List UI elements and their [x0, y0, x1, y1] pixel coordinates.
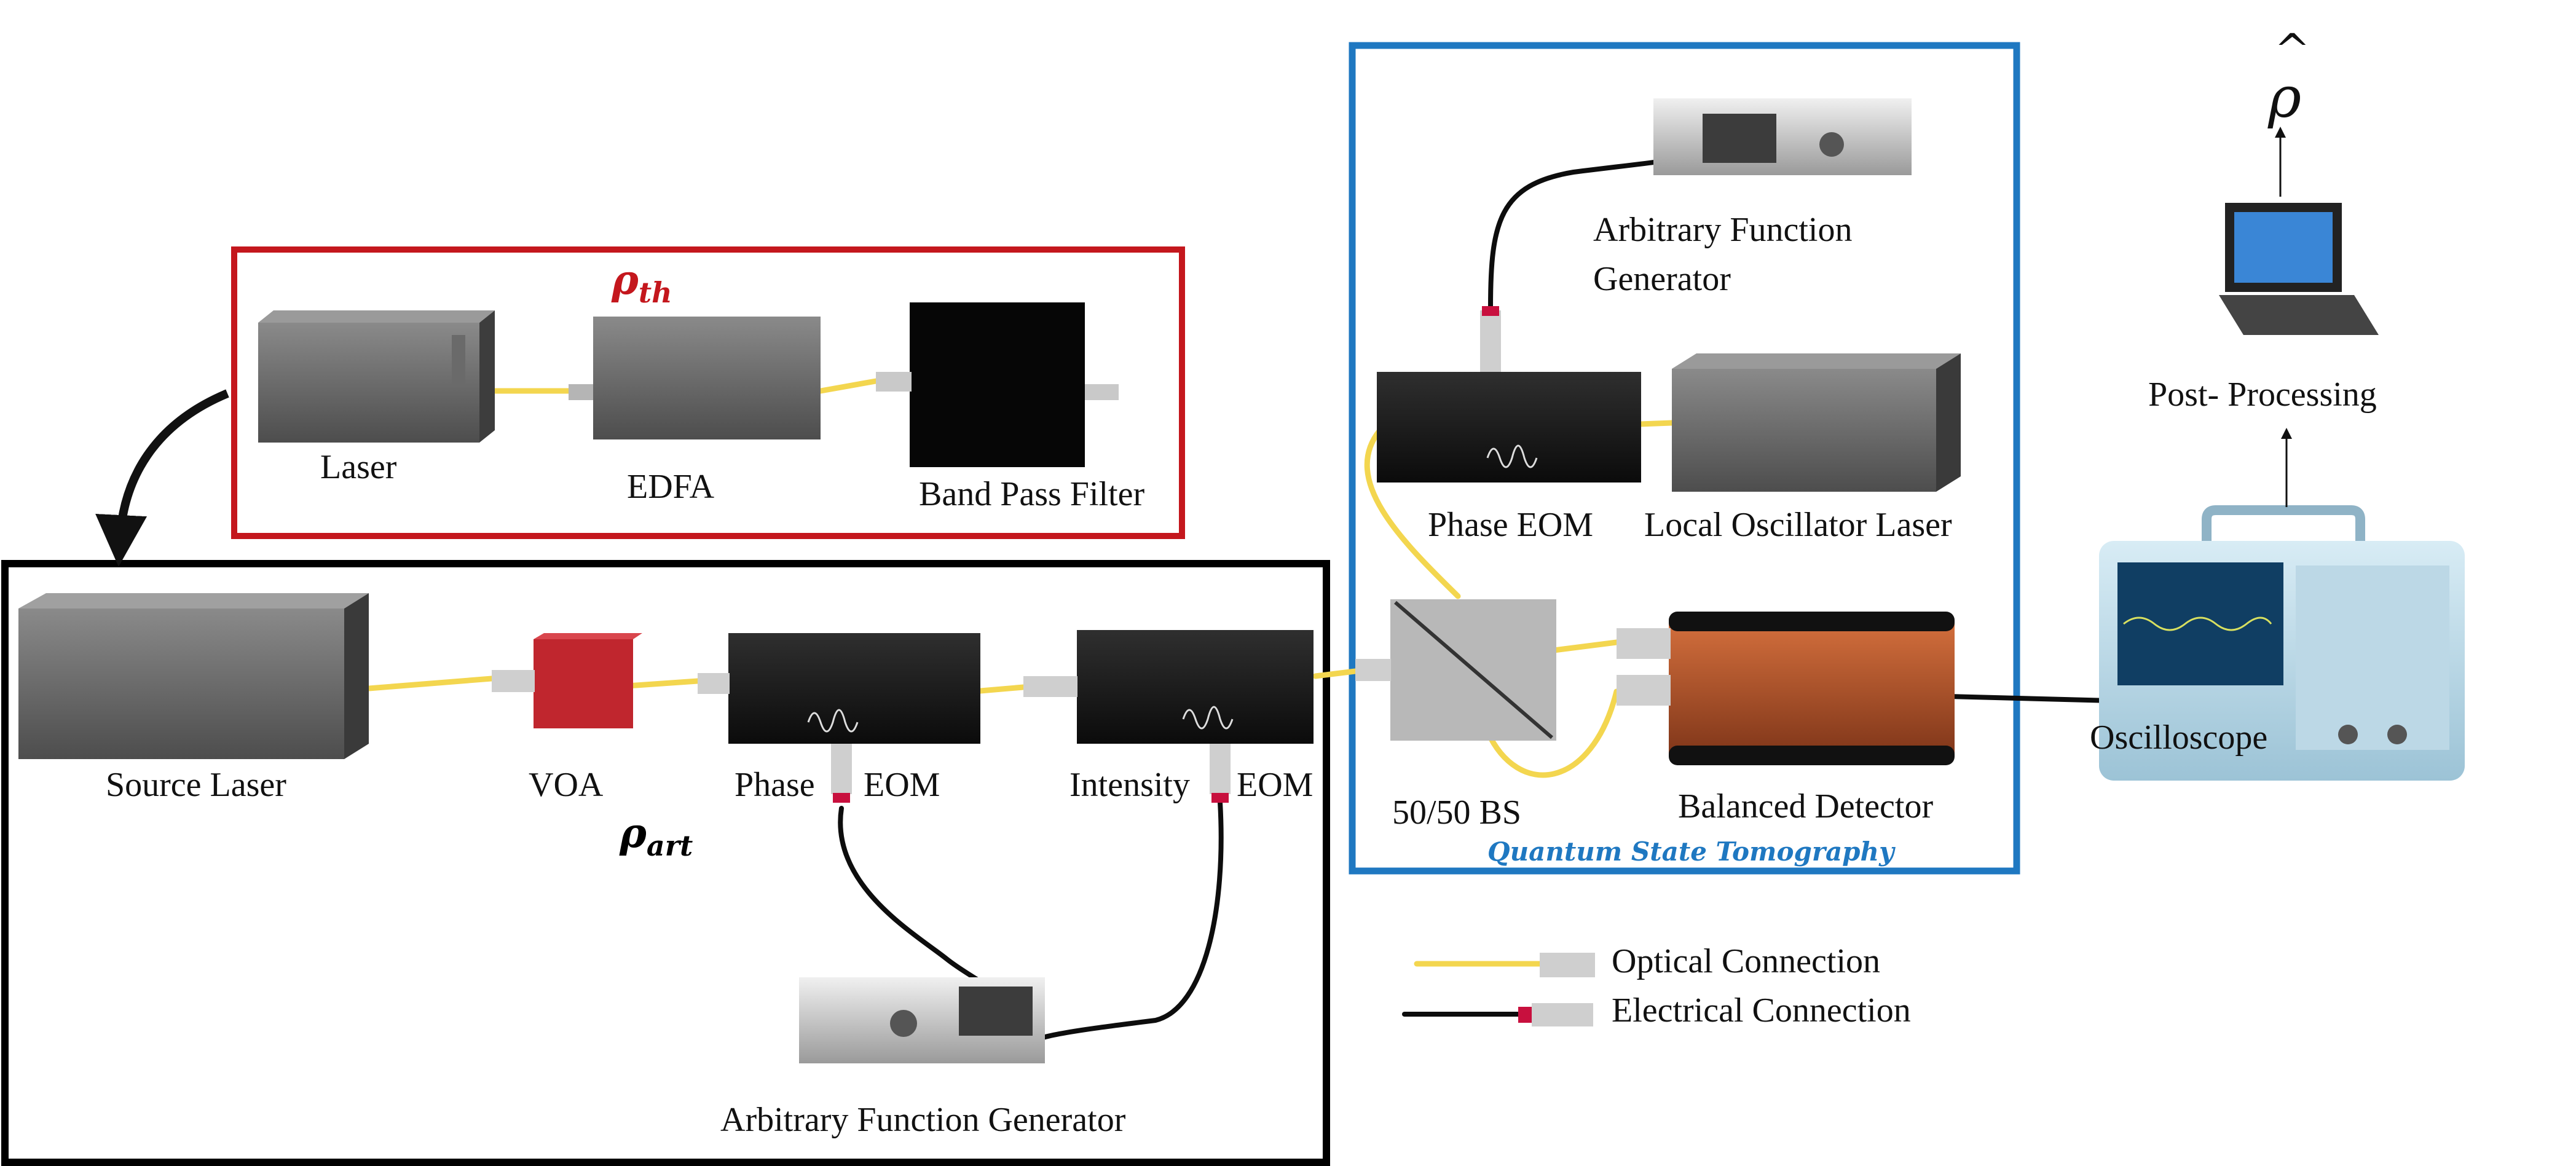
afg-top-label-2: Generator	[1593, 260, 1731, 298]
balanced-detector-label: Balanced Detector	[1678, 787, 1933, 825]
bs-label: 50/50 BS	[1392, 794, 1521, 832]
band-pass-filter-device	[876, 302, 1119, 467]
lo-laser-device	[1672, 353, 1961, 492]
oscilloscope-label: Oscilloscope	[2090, 719, 2267, 757]
phase-eom-qst-device	[1377, 306, 1641, 483]
afg-top-device	[1653, 98, 1912, 175]
afg-top-label-1: Arbitrary Function	[1593, 211, 1852, 249]
rho-hat-symbol: ρ	[2267, 65, 2301, 130]
phase-eom-label-a: Phase	[735, 766, 815, 804]
intensity-eom-device	[1023, 630, 1314, 803]
thermal-state-box	[231, 246, 1185, 539]
oscilloscope-device	[2099, 505, 2465, 781]
legend	[1402, 953, 1595, 1026]
post-processing-label: Post- Processing	[2148, 376, 2377, 414]
phase-eom-qst-label: Phase EOM	[1428, 506, 1593, 544]
bpf-label: Band Pass Filter	[919, 475, 1144, 513]
edfa-device	[569, 317, 821, 439]
source-laser-label: Source Laser	[106, 766, 286, 804]
artificial-state-box	[1, 560, 1330, 1166]
laser-device	[258, 310, 495, 443]
balanced-detector-device	[1617, 612, 1955, 765]
beam-splitter-device	[1355, 599, 1556, 741]
phase-eom-device	[698, 633, 980, 803]
voa-label: VOA	[529, 766, 604, 804]
voa-device	[492, 633, 642, 728]
source-laser-device	[18, 593, 369, 759]
laptop-device	[2219, 203, 2379, 335]
rho-art-symbol: ρart	[619, 809, 693, 862]
afg-bottom-label: Arbitrary Function Generator	[720, 1101, 1126, 1139]
edfa-label: EDFA	[627, 468, 715, 506]
rho-hat-accent: ^	[2274, 25, 2310, 75]
thermal-to-art-arrow	[95, 389, 229, 567]
phase-eom-label-b: EOM	[864, 766, 940, 804]
legend-optical-label: Optical Connection	[1612, 942, 1880, 980]
lo-laser-label: Local Oscillator Laser	[1644, 506, 1952, 544]
tomography-label: Quantum State Tomography	[1487, 837, 1896, 867]
laser-label: Laser	[320, 448, 397, 486]
tomography-box	[1349, 42, 2020, 875]
legend-electrical-label: Electrical Connection	[1612, 991, 1911, 1030]
rho-th-symbol: ρth	[611, 256, 672, 309]
optical-fibers	[366, 378, 1675, 778]
intensity-eom-label-b: EOM	[1237, 766, 1313, 804]
afg-bottom-device	[799, 977, 1045, 1063]
intensity-eom-label-a: Intensity	[1069, 766, 1190, 804]
